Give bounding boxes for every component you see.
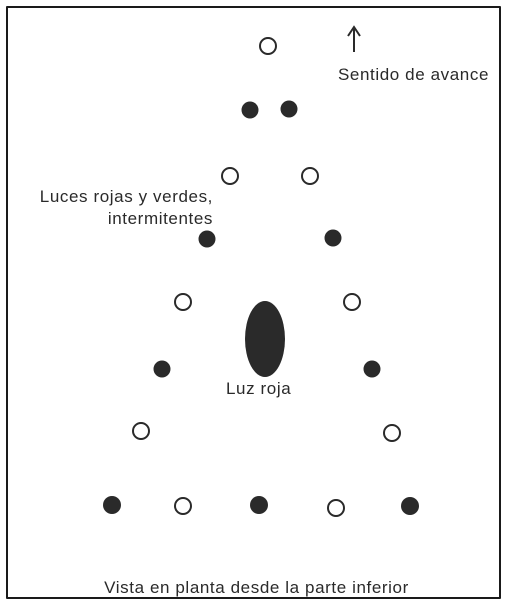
light-open (383, 424, 401, 442)
direction-label: Sentido de avance (337, 65, 489, 84)
light-filled (324, 229, 342, 247)
caption-footer: Vista en planta desde la parte inferior (104, 578, 409, 597)
light-open (221, 167, 239, 185)
light-filled (250, 496, 268, 514)
flashing-lights-label-line2: intermitentes (107, 209, 213, 228)
arrow-up-icon (347, 25, 361, 52)
light-filled (401, 497, 419, 515)
flashing-lights-label-line1: Luces rojas y verdes, (39, 187, 213, 206)
light-filled (103, 496, 121, 514)
red-light-label: Luz roja (226, 379, 292, 398)
flashing-lights-label: Luces rojas y verdes, intermitentes (40, 186, 213, 230)
light-open (259, 37, 277, 55)
light-open (327, 499, 345, 517)
light-filled (153, 360, 171, 378)
light-filled (198, 230, 216, 248)
light-open (174, 293, 192, 311)
diagram-frame (6, 6, 501, 599)
light-filled (241, 101, 259, 119)
light-filled (363, 360, 381, 378)
light-open (132, 422, 150, 440)
light-open (174, 497, 192, 515)
light-open (301, 167, 319, 185)
oval-icon (245, 301, 285, 377)
light-open (343, 293, 361, 311)
light-filled (280, 100, 298, 118)
